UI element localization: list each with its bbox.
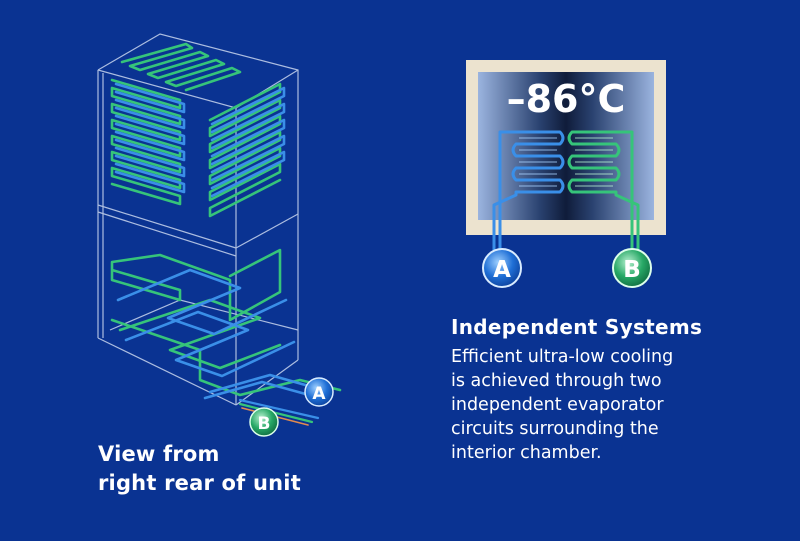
cabinet-coil-diagram: A B (97, 33, 342, 437)
circuit-a-serpentine (492, 130, 565, 255)
description-line: is achieved through two (451, 371, 662, 391)
circuit-a-coils (114, 82, 332, 400)
circuit-b-serpentine (567, 130, 640, 255)
section-heading: Independent Systems (451, 315, 703, 339)
description-line: circuits surrounding the (451, 419, 659, 439)
chamber-panel-diagram: –86°C A B (466, 60, 666, 288)
svg-text:A: A (493, 257, 511, 283)
svg-text:B: B (623, 257, 641, 283)
section-description: Efficient ultra-low cooling is achieved … (451, 345, 771, 465)
view-caption: View from right rear of unit (98, 440, 358, 498)
badge-a-right: A (482, 248, 522, 288)
badge-b-left: B (249, 407, 279, 437)
description-line: Efficient ultra-low cooling (451, 347, 674, 367)
description-line: independent evaporator (451, 395, 664, 415)
badge-b-right: B (612, 248, 652, 288)
svg-text:A: A (312, 384, 326, 404)
badge-a-left: A (304, 377, 334, 407)
svg-text:B: B (258, 414, 271, 434)
chamber-interior (478, 72, 654, 220)
description-line: interior chamber. (451, 443, 602, 463)
view-caption-line2: right rear of unit (98, 471, 301, 495)
temperature-label: –86°C (507, 77, 626, 121)
view-caption-line1: View from (98, 442, 220, 466)
